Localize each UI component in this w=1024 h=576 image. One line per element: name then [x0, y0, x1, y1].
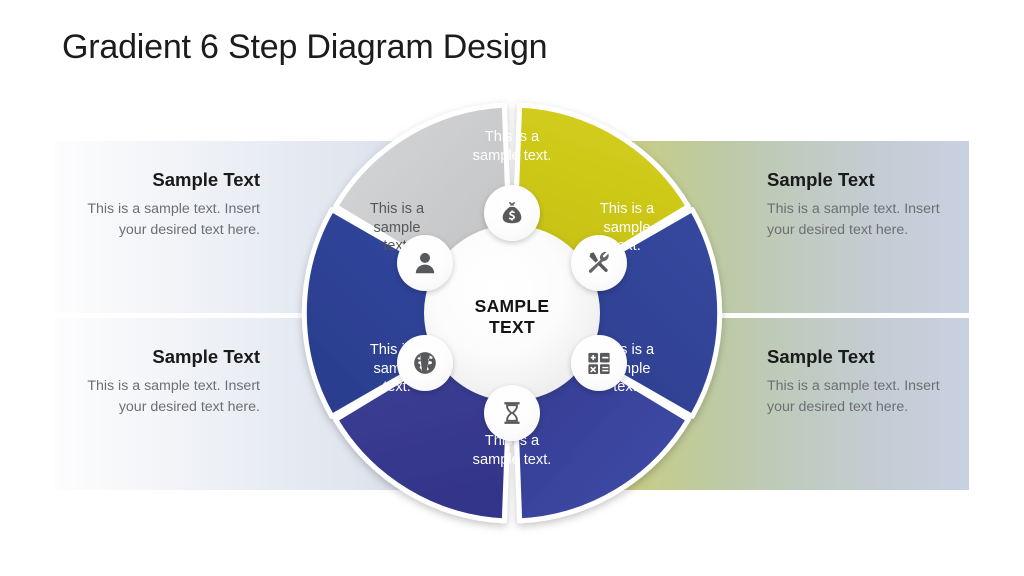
panel-bottom-left-heading: Sample Text [152, 346, 260, 367]
panel-top-right[interactable]: Sample Text This is a sample text. Inser… [767, 169, 967, 241]
calculator-icon-bubble[interactable] [570, 335, 627, 391]
globe-icon [412, 350, 438, 376]
hourglass-icon [499, 400, 525, 426]
panel-bottom-right[interactable]: Sample Text This is a sample text. Inser… [767, 346, 967, 418]
hourglass-icon-bubble[interactable] [484, 385, 540, 441]
six-step-wheel-diagram: This is a sample text. This is a sample … [292, 93, 732, 533]
money-bag-icon [499, 200, 525, 226]
panel-top-left[interactable]: Sample Text This is a sample text. Inser… [60, 169, 260, 241]
wheel-segment-group [301, 102, 723, 524]
panel-top-right-body: This is a sample text. Insert your desir… [767, 201, 940, 239]
wheel-center-label: SAMPLE TEXT [474, 295, 550, 337]
user-icon-bubble[interactable] [397, 235, 454, 291]
page-title: Gradient 6 Step Diagram Design [62, 28, 548, 66]
panel-bottom-left-body: This is a sample text. Insert your desir… [87, 378, 260, 416]
user-icon [412, 250, 438, 276]
tools-icon-bubble[interactable] [570, 235, 627, 291]
wheel-segments-svg [301, 102, 723, 524]
tools-icon [586, 250, 612, 276]
money-bag-icon-bubble[interactable] [484, 185, 540, 241]
panel-bottom-right-body: This is a sample text. Insert your desir… [767, 378, 940, 416]
calculator-icon [586, 350, 612, 376]
globe-icon-bubble[interactable] [397, 335, 454, 391]
panel-top-left-heading: Sample Text [152, 169, 260, 190]
panel-top-right-heading: Sample Text [767, 169, 875, 190]
panel-bottom-left[interactable]: Sample Text This is a sample text. Inser… [60, 346, 260, 418]
panel-bottom-right-heading: Sample Text [767, 346, 875, 367]
wheel-segment-top-right[interactable] [509, 207, 723, 419]
panel-top-left-body: This is a sample text. Insert your desir… [87, 201, 260, 239]
wheel-segment-bottom-left[interactable] [301, 207, 515, 419]
wheel-center-hub[interactable]: SAMPLE TEXT [424, 225, 600, 401]
